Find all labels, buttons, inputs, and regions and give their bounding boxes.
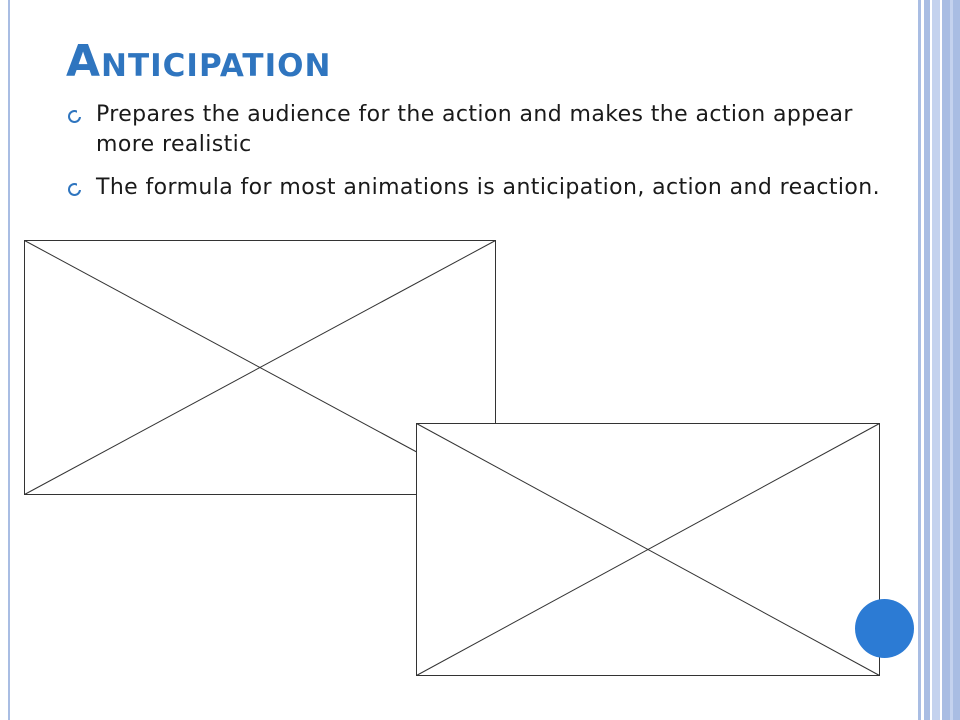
bullet-text: The formula for most animations is antic… bbox=[96, 175, 881, 200]
right-border-line-3 bbox=[932, 0, 940, 720]
bullet-item: Prepares the audience for the action and… bbox=[66, 100, 886, 160]
placeholder-cross-icon bbox=[416, 423, 880, 676]
image-placeholder-2[interactable] bbox=[416, 423, 880, 676]
bullet-text: Prepares the audience for the action and… bbox=[96, 102, 853, 157]
bullet-icon bbox=[68, 110, 82, 123]
bullet-list: Prepares the audience for the action and… bbox=[66, 100, 886, 216]
bullet-item: The formula for most animations is antic… bbox=[66, 173, 886, 203]
right-border-line-5 bbox=[950, 0, 953, 720]
decorative-circle bbox=[855, 599, 914, 658]
slide-title: Anticipation bbox=[66, 36, 332, 87]
right-border-line-1 bbox=[918, 0, 921, 720]
right-border-line-2 bbox=[924, 0, 930, 720]
left-border-strip bbox=[0, 0, 12, 720]
bullet-icon bbox=[68, 183, 82, 196]
